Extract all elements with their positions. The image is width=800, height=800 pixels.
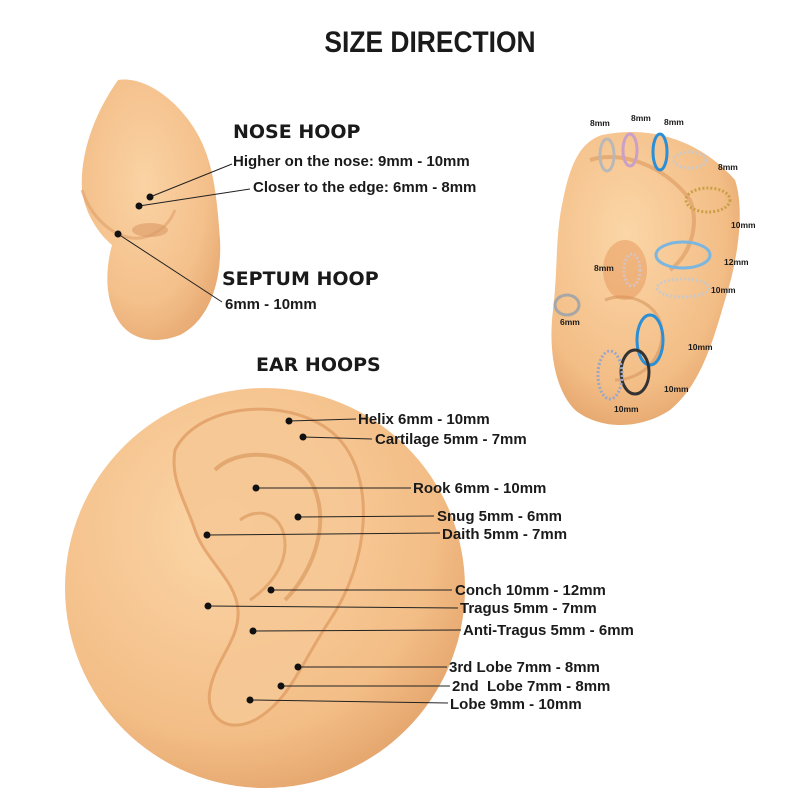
ear-label-conch: Conch 10mm - 12mm (455, 582, 606, 599)
ear-label-snug: Snug 5mm - 6mm (437, 508, 563, 525)
ear-photo-image (551, 132, 740, 425)
ear-label-daith: Daith 5mm - 7mm (442, 526, 568, 543)
photo-size-label: 8mm (631, 113, 651, 123)
nose-pointers (114, 163, 251, 303)
photo-size-label: 8mm (718, 162, 738, 172)
photo-size-label: 10mm (688, 342, 713, 352)
photo-size-label: 10mm (731, 220, 756, 230)
ear-label-2nd-lobe: 2nd Lobe 7mm - 8mm (452, 678, 611, 695)
photo-size-label: 10mm (664, 384, 689, 394)
photo-size-label: 8mm (590, 118, 610, 128)
ear-photo-rings (553, 132, 732, 401)
septum-size-label: 6mm - 10mm (225, 296, 317, 313)
ear-hoops-heading: EAR HOOPS (256, 354, 381, 376)
photo-size-label: 8mm (594, 263, 614, 273)
ear-label-rook: Rook 6mm - 10mm (413, 480, 547, 497)
nose-higher-label: Higher on the nose: 9mm - 10mm (233, 153, 470, 170)
photo-size-label: 10mm (711, 285, 736, 295)
ear-label-3rd-lobe: 3rd Lobe 7mm - 8mm (449, 659, 600, 676)
ear-label-anti-tragus: Anti-Tragus 5mm - 6mm (463, 622, 634, 639)
ear-model-image (65, 388, 465, 788)
ear-label-helix: Helix 6mm - 10mm (358, 411, 490, 428)
nose-closer-label: Closer to the edge: 6mm - 8mm (253, 179, 477, 196)
nose-hoop-heading: NOSE HOOP (233, 121, 361, 143)
photo-size-label: 8mm (664, 117, 684, 127)
photo-size-label: 6mm (560, 317, 580, 327)
nose-model-image (80, 79, 221, 340)
septum-hoop-heading: SEPTUM HOOP (222, 268, 379, 290)
ear-label-cartilage: Cartilage 5mm - 7mm (375, 431, 527, 448)
ear-label-lobe: Lobe 9mm - 10mm (450, 696, 582, 713)
photo-size-label: 12mm (724, 257, 749, 267)
ear-label-tragus: Tragus 5mm - 7mm (460, 600, 597, 617)
photo-size-label: 10mm (614, 404, 639, 414)
ear-pointers (203, 417, 462, 704)
page-title: SIZE DIRECTION (324, 26, 536, 59)
